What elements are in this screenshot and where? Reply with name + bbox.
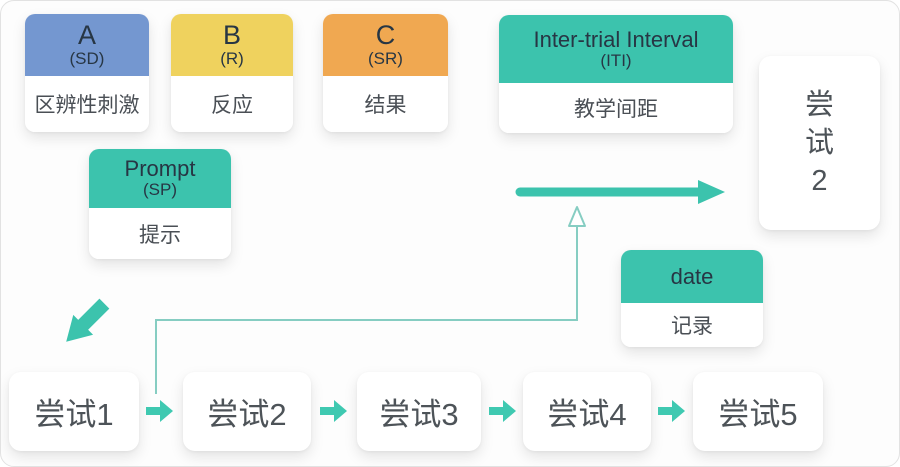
card-antecedent: A (SD) 区辨性刺激: [25, 14, 149, 132]
card-prompt-sublabel: (SP): [143, 180, 177, 200]
card-behavior-sublabel: (R): [220, 49, 244, 69]
card-date-label: date: [670, 263, 714, 289]
card-consequence-sublabel: (SR): [368, 49, 403, 69]
down-left-arrow-icon: [66, 298, 110, 342]
card-antecedent-body: 区辨性刺激: [25, 76, 149, 132]
card-behavior-body: 反应: [171, 76, 293, 132]
card-consequence-header: C (SR): [323, 14, 448, 76]
card-consequence: C (SR) 结果: [323, 14, 448, 132]
card-date: date 记录: [621, 250, 763, 347]
card-iti-header: Inter-trial Interval (ITI): [499, 15, 733, 83]
trial-card-5: 尝试5: [693, 372, 823, 451]
trial-card-4: 尝试4: [523, 372, 651, 451]
thick-right-arrow-icon: [515, 180, 725, 204]
trial-card-1: 尝试1: [9, 372, 139, 451]
card-antecedent-header: A (SD): [25, 14, 149, 76]
card-iti-body: 教学间距: [499, 83, 733, 133]
next-trial-arrow-icon: [320, 400, 347, 422]
card-prompt-label: Prompt: [124, 156, 196, 182]
card-antecedent-label: A: [77, 20, 96, 51]
trial-card-3: 尝试3: [357, 372, 481, 451]
card-consequence-label: C: [375, 20, 396, 51]
card-consequence-body: 结果: [323, 76, 448, 132]
next-trial-arrow-icon: [489, 400, 516, 422]
card-date-header: date: [621, 250, 763, 303]
next-trial-arrow-icon: [658, 400, 685, 422]
card-iti-sublabel: (ITI): [600, 50, 632, 70]
card-behavior: B (R) 反应: [171, 14, 293, 132]
card-prompt-header: Prompt (SP): [89, 149, 231, 208]
card-prompt-body: 提示: [89, 208, 231, 259]
next-trial-arrow-icon: [146, 400, 173, 422]
card-behavior-label: B: [222, 20, 241, 51]
card-iti-label: Inter-trial Interval: [533, 26, 699, 52]
card-trial-2-large: 尝 试 2: [759, 56, 880, 230]
trial-card-2: 尝试2: [183, 372, 311, 451]
card-date-body: 记录: [621, 303, 763, 347]
card-inter-trial-interval: Inter-trial Interval (ITI) 教学间距: [499, 15, 733, 133]
card-antecedent-sublabel: (SD): [69, 49, 105, 69]
card-prompt: Prompt (SP) 提示: [89, 149, 231, 259]
card-behavior-header: B (R): [171, 14, 293, 76]
